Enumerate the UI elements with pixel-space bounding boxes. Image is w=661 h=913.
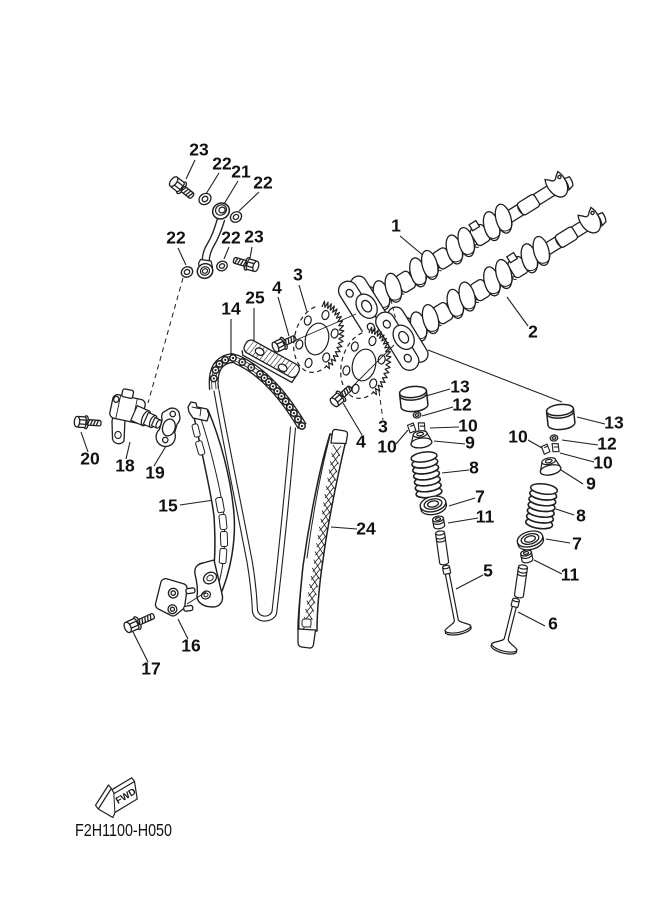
svg-text:13: 13 [604,413,624,433]
svg-text:11: 11 [476,507,495,527]
svg-text:23: 23 [189,140,209,160]
svg-text:F2H1100-H050: F2H1100-H050 [75,820,172,840]
svg-text:3: 3 [378,417,388,437]
svg-text:10: 10 [458,416,478,436]
svg-text:7: 7 [572,534,582,554]
svg-text:22: 22 [221,228,241,248]
svg-text:16: 16 [181,636,201,656]
svg-text:1: 1 [391,216,401,236]
svg-text:22: 22 [166,228,186,248]
svg-text:12: 12 [452,395,472,415]
svg-text:14: 14 [221,299,241,319]
svg-text:11: 11 [561,565,580,585]
svg-text:22: 22 [253,173,273,193]
svg-text:10: 10 [593,453,613,473]
svg-text:7: 7 [475,487,485,507]
svg-text:17: 17 [141,659,160,679]
svg-text:8: 8 [576,506,586,526]
svg-text:10: 10 [508,427,528,447]
svg-text:19: 19 [145,463,165,483]
svg-text:10: 10 [377,437,397,457]
svg-text:22: 22 [212,154,232,174]
svg-text:20: 20 [80,449,100,469]
svg-text:15: 15 [158,496,178,516]
svg-text:4: 4 [356,432,366,452]
svg-text:23: 23 [244,227,264,247]
svg-text:5: 5 [483,561,493,581]
svg-text:3: 3 [293,265,303,285]
svg-text:13: 13 [450,377,470,397]
svg-text:4: 4 [272,278,282,298]
svg-text:24: 24 [356,519,376,539]
svg-text:2: 2 [528,322,538,342]
svg-text:6: 6 [548,614,558,634]
svg-text:21: 21 [231,162,251,182]
svg-text:25: 25 [245,288,265,308]
svg-text:9: 9 [586,474,596,494]
svg-text:8: 8 [469,458,479,478]
svg-text:9: 9 [465,433,475,453]
svg-text:18: 18 [115,456,135,476]
svg-text:12: 12 [597,434,617,454]
